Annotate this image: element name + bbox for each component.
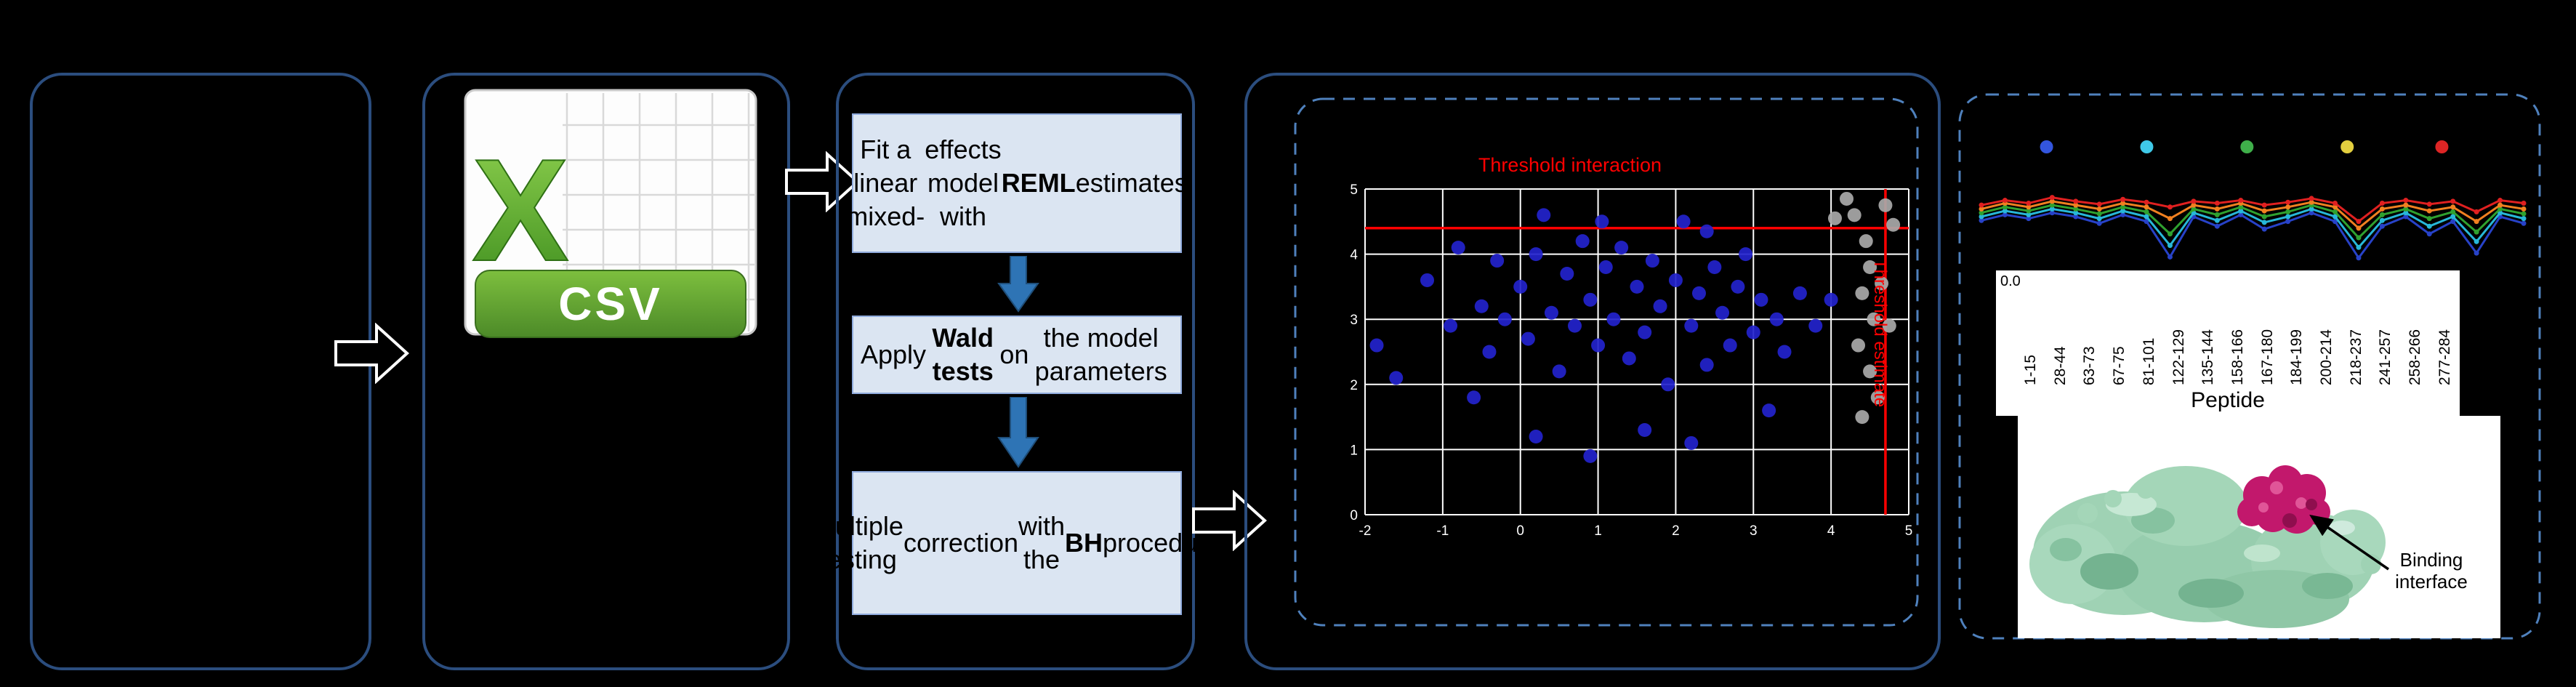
arrow-down-icon — [997, 256, 1039, 313]
arrow-right-icon — [334, 323, 409, 384]
peptide-tick-label: 1-15 — [2022, 354, 2039, 385]
csv-file-icon: X CSV — [464, 89, 757, 338]
peptide-tick-label: 81-101 — [2140, 337, 2157, 385]
results-dashed-border — [1294, 97, 1919, 627]
annotation-arrow-icon — [2309, 515, 2389, 571]
svg-text:0: 0 — [1516, 523, 1524, 539]
peptide-tick-label: 258-266 — [2407, 329, 2424, 385]
peptide-tick-label: 184-199 — [2288, 329, 2306, 385]
peptide-tick-label: 67-75 — [2111, 346, 2128, 385]
peptide-tick-label: 241-257 — [2377, 329, 2394, 385]
y-axis-tick: 0.0 — [2000, 273, 2021, 289]
panel-input — [30, 73, 371, 670]
protein-structure-image — [2029, 465, 2386, 628]
svg-text:2: 2 — [1350, 378, 1358, 393]
arrow-right-icon — [785, 151, 860, 212]
svg-text:-2: -2 — [1359, 523, 1372, 539]
threshold-estimate-label: Threshold estimate — [1870, 259, 1890, 408]
svg-text:0: 0 — [1350, 508, 1358, 523]
peptide-axis-strip: 0.0 1-15 28-44 63-73 67-75 81-101 122-129 135-… — [1996, 270, 2460, 416]
peptide-tick-label: 277-284 — [2436, 329, 2453, 385]
peptide-tick-labels: 1-15 28-44 63-73 67-75 81-101 122-129 135-144 1… — [2022, 276, 2454, 385]
peptide-axis-title: Peptide — [2191, 388, 2265, 412]
arrow-down-icon — [997, 397, 1039, 468]
peptide-tick-label: 200-214 — [2318, 329, 2335, 385]
panel-results-volcano — [1244, 73, 1941, 670]
volcano-scatter-plot: -2 -1 0 1 2 3 4 5 0 1 2 3 4 5 — [1350, 182, 1913, 539]
peptide-tick-label: 135-144 — [2199, 329, 2217, 385]
svg-text:4: 4 — [1827, 523, 1835, 539]
protein-figure-panel: Binding interface — [2018, 416, 2500, 638]
svg-text:5: 5 — [1350, 182, 1358, 198]
svg-text:3: 3 — [1750, 523, 1758, 539]
panel-csv-input: X CSV — [422, 73, 790, 670]
csv-grid — [563, 93, 754, 332]
binding-interface-region — [2237, 465, 2330, 534]
svg-text:-1: -1 — [1436, 523, 1449, 539]
peptide-tick-label: 122-129 — [2170, 329, 2187, 385]
csv-banner — [475, 270, 746, 338]
csv-banner-label: CSV — [558, 278, 663, 330]
svg-text:5: 5 — [1905, 523, 1913, 539]
volcano-plot-title: Threshold interaction — [1478, 154, 1662, 176]
uptake-line-chart — [1979, 140, 2527, 261]
peptide-tick-label: 167-180 — [2258, 329, 2276, 385]
csv-x-letter: X — [472, 129, 568, 292]
svg-text:4: 4 — [1350, 248, 1358, 263]
binding-interface-label: Binding interface — [2395, 549, 2468, 592]
svg-text:2: 2 — [1672, 523, 1680, 539]
peptide-tick-label: 28-44 — [2051, 346, 2069, 385]
svg-text:1: 1 — [1594, 523, 1602, 539]
svg-text:1: 1 — [1350, 443, 1358, 458]
peptide-tick-label: 158-166 — [2229, 329, 2246, 385]
peptide-tick-label: 218-237 — [2347, 329, 2364, 385]
svg-text:3: 3 — [1350, 313, 1358, 328]
peptide-tick-label: 63-73 — [2081, 346, 2098, 385]
